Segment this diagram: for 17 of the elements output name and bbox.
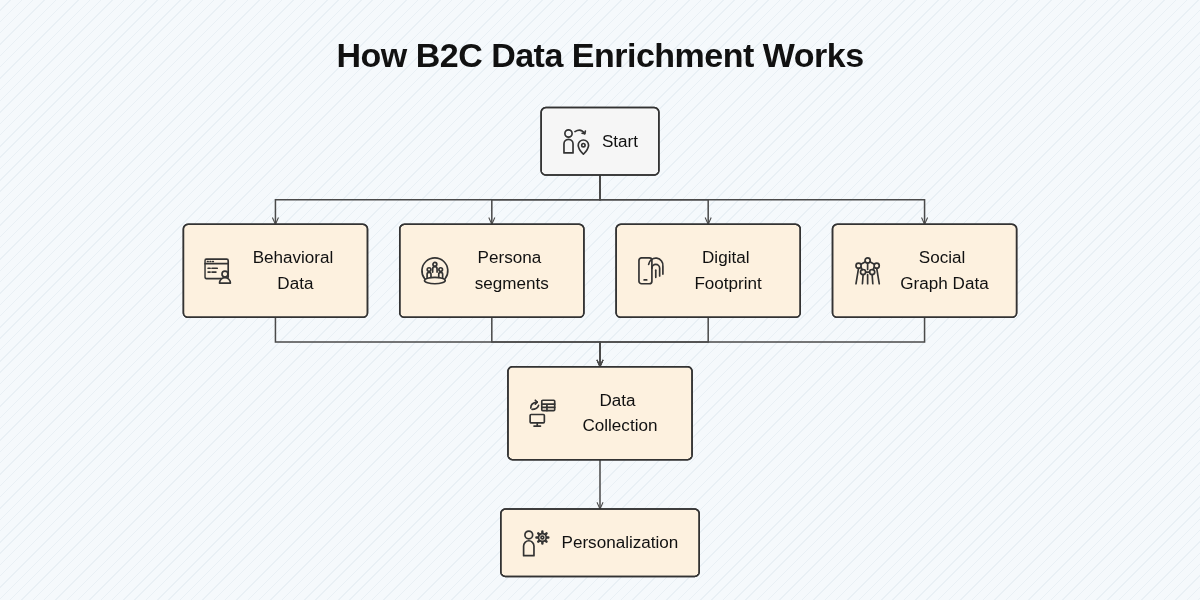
node-label: Digital Footprint: [693, 247, 763, 295]
node-label: Personalization: [561, 531, 679, 554]
process-box: [507, 365, 693, 461]
process-box: [615, 223, 801, 319]
arrow: [596, 316, 926, 368]
node-label: Social Graph Data: [899, 247, 990, 295]
node-label: Start: [601, 130, 638, 153]
diagram-title: How B2C Data Enrichment Works: [336, 36, 864, 75]
process-box: [399, 223, 585, 319]
arrow: [596, 458, 604, 510]
process-box: [182, 223, 369, 319]
node-label: Data Collection: [581, 389, 659, 437]
process-box: [831, 223, 1018, 319]
process-box: [540, 106, 660, 176]
node-label: Persona segments: [473, 247, 550, 295]
process-box: [500, 508, 700, 578]
node-label: Behavioral Data: [251, 247, 335, 295]
